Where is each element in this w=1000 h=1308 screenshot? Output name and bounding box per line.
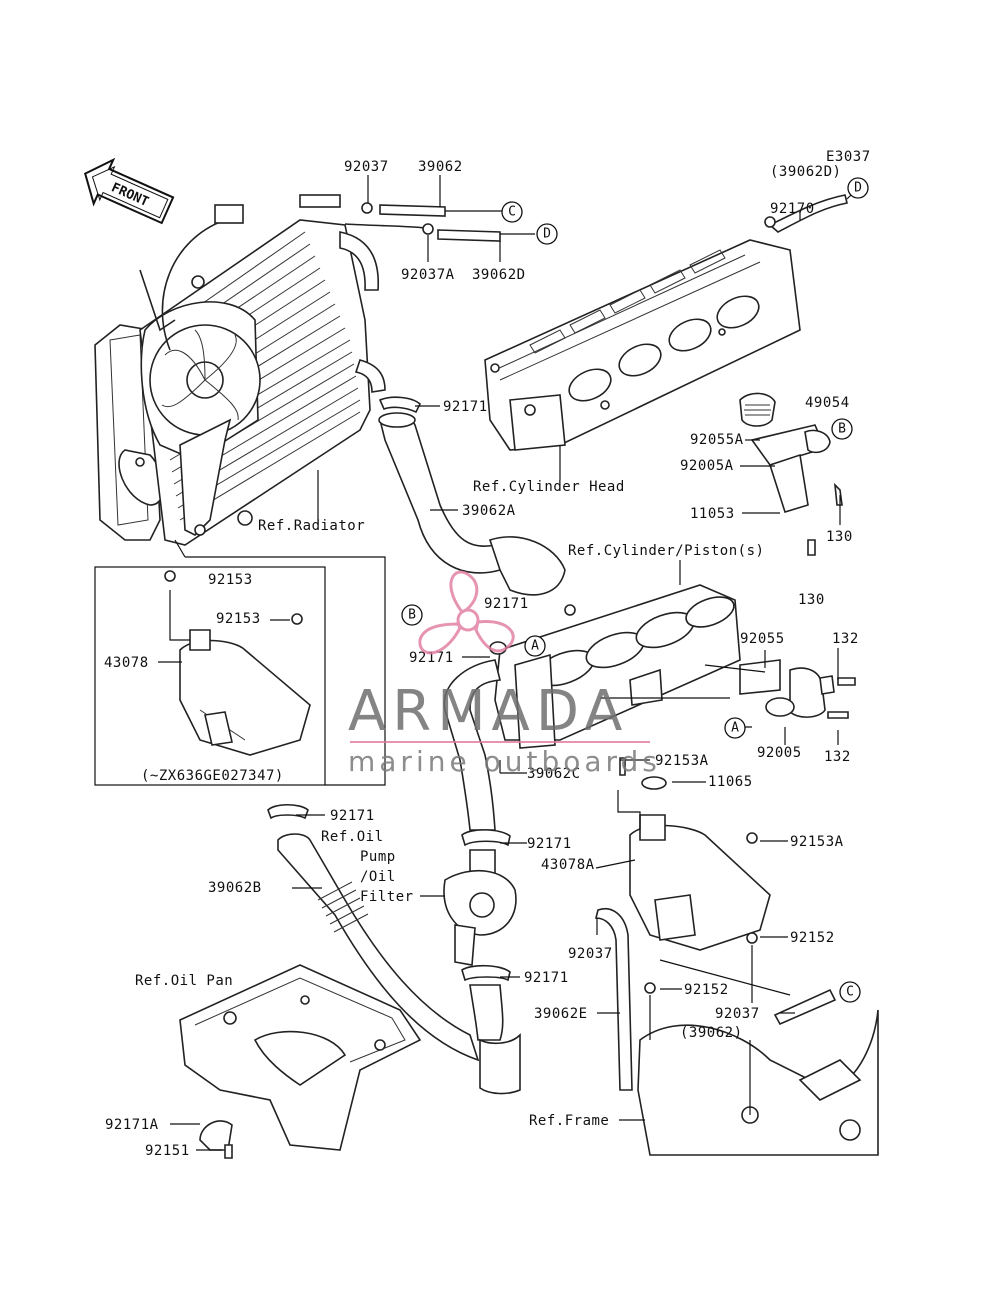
svg-text:B: B [408,608,416,623]
label-92037: 92037 [344,159,389,175]
callout-C-top: C [501,201,523,223]
cylinder-head-drawing [484,239,801,451]
label-92055: 92055 [740,631,785,647]
label-ref-cylinder-piston: Ref.Cylinder/Piston(s) [568,543,764,559]
label-92153-b: 92153 [216,611,261,627]
label-130-b: 130 [798,592,825,608]
callout-B-right: B [831,418,853,440]
label-39062E: 39062E [534,1006,588,1022]
front-arrow-icon: FRONT [83,157,175,225]
label-39062A: 39062A [462,503,516,519]
watermark-brand: ARMADA [348,679,628,744]
label-serial-note: (~ZX636GE027347) [141,768,284,784]
label-ref-cylinder-head: Ref.Cylinder Head [473,479,625,495]
label-39062-ref: (39062) [680,1025,743,1041]
label-92170: 92170 [770,201,815,217]
label-92152-a: 92152 [790,930,835,946]
thermostat-drawing [739,392,843,556]
label-39062: 39062 [418,159,463,175]
label-ref-oil-3: /Oil [360,869,396,885]
label-ref-oil-1: Ref.Oil [321,829,384,845]
hose-39062B-drawing [267,803,480,1062]
callout-A-mid: A [524,635,546,657]
label-130-a: 130 [826,529,853,545]
callout-D-right: D [847,177,869,199]
svg-text:C: C [846,985,854,1000]
label-92151: 92151 [145,1143,190,1159]
label-92171A: 92171A [105,1117,159,1133]
label-39062D: 39062D [472,267,526,283]
label-11053: 11053 [690,506,735,522]
label-11065: 11065 [708,774,753,790]
label-132-b: 132 [824,749,851,765]
callout-C-bottom: C [839,981,861,1003]
label-ref-oil-pan: Ref.Oil Pan [135,973,233,989]
label-ref-frame: Ref.Frame [529,1113,609,1129]
part-labels: E3037 92037 39062 (39062D) 92170 92037A … [104,149,871,1159]
label-43078: 43078 [104,655,149,671]
label-39062D-ref: (39062D) [770,164,841,180]
label-39062C: 39062C [527,766,581,782]
hose-39062D-upper [768,194,848,233]
diagram-code: E3037 [826,149,871,165]
watermark-tagline: marine outboards [348,745,661,778]
svg-text:C: C [508,205,516,220]
coolant-fitting-drawing [739,659,856,719]
callout-B-left: B [401,604,423,626]
label-92171-e: 92171 [527,836,572,852]
label-43078A: 43078A [541,857,595,873]
label-92055A: 92055A [690,432,744,448]
label-92037A: 92037A [401,267,455,283]
hose-39062A-drawing [378,396,566,596]
label-92153-a: 92153 [208,572,253,588]
svg-text:D: D [543,227,551,242]
leader-lines [158,175,857,1151]
hose-39062E-drawing [594,908,633,1091]
radiator-drawing [94,194,386,546]
callout-D-top: D [536,223,558,245]
cylinder-block-drawing [494,584,741,749]
reservoir-main-drawing [619,757,771,994]
svg-text:B: B [838,422,846,437]
label-92037-c: 92037 [715,1006,760,1022]
reservoir-inset [94,539,386,786]
label-132-a: 132 [832,631,859,647]
svg-text:D: D [854,181,862,196]
water-pump-drawing [443,829,521,1095]
label-92171-d: 92171 [330,808,375,824]
svg-text:A: A [731,721,739,736]
label-92037-b: 92037 [568,946,613,962]
label-92153A-b: 92153A [790,834,844,850]
svg-text:A: A [531,639,539,654]
label-92171-f: 92171 [524,970,569,986]
label-49054: 49054 [805,395,850,411]
oil-pan-drawing [179,964,422,1151]
label-ref-oil-4: Filter [360,889,414,905]
label-92171-upper: 92171 [443,399,488,415]
label-92152-b: 92152 [684,982,729,998]
label-ref-oil-2: Pump [360,849,396,865]
propeller-logo-icon [418,570,515,655]
label-92171-c: 92171 [409,650,454,666]
watermark: ARMADA marine outboards [348,570,661,778]
label-92005: 92005 [757,745,802,761]
label-39062B: 39062B [208,880,262,896]
overflow-hoses [344,202,535,242]
label-92005A: 92005A [680,458,734,474]
callout-A-right: A [724,717,746,739]
label-ref-radiator: Ref.Radiator [258,518,365,534]
frame-drawing [637,988,879,1156]
label-92171-b: 92171 [484,596,529,612]
clamp-92171A [199,1120,233,1159]
label-92153A-a: 92153A [655,753,709,769]
